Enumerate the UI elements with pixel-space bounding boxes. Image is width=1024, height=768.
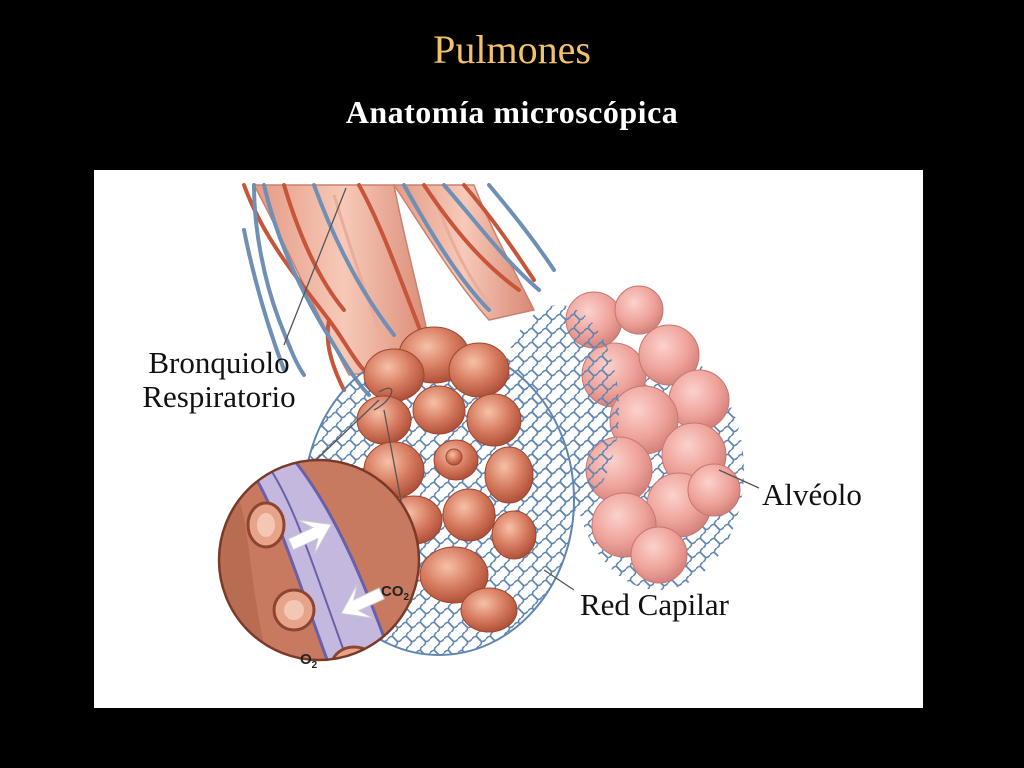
label-bronquiolo-line2: Respiratorio [142,379,296,414]
veins [242,183,556,397]
slide-title: Pulmones [433,27,591,72]
label-bronquiolo-line1: Bronquiolo [148,345,290,380]
label-alveolo: Alvéolo [762,477,862,512]
alveolus-cluster-back [565,285,744,590]
slide-subtitle: Anatomía microscópica [345,94,679,130]
o2-label: O2 [300,651,318,671]
diagram-panel: CO2 O2 Bronquiolo Respiratorio Alvéolo R… [94,170,923,708]
label-red-capilar: Red Capilar [580,587,729,622]
label-bronquiolo-respiratorio: Bronquiolo Respiratorio [134,346,304,414]
alveoli-illustration: CO2 O2 [217,183,760,671]
alveolus-cluster-front [356,326,537,633]
co2-label: CO2 [381,583,410,603]
